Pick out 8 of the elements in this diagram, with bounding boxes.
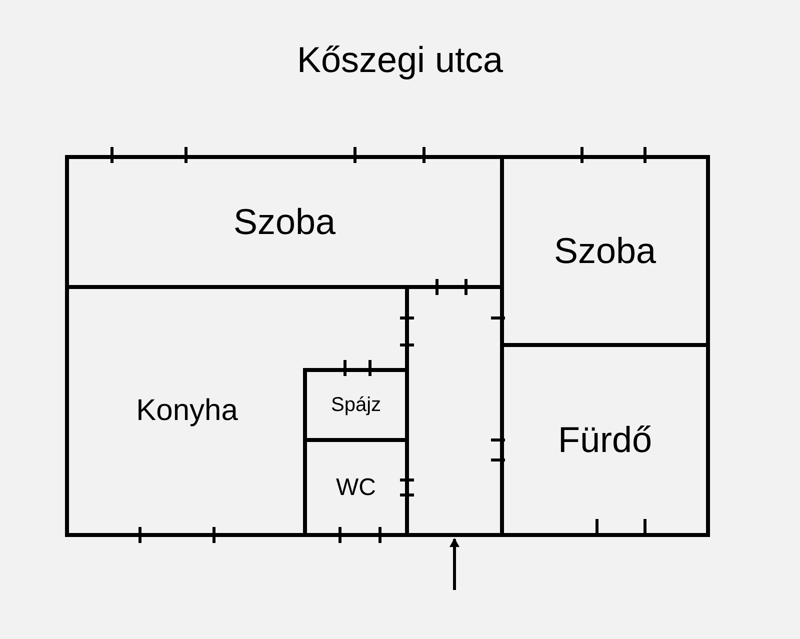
street-name: Kőszegi utca	[296, 40, 504, 80]
room-label: Konyha	[136, 393, 238, 429]
room-label: WC	[336, 472, 376, 502]
room-label: Spájz	[330, 393, 382, 418]
entrance-arrow	[450, 538, 460, 590]
room-label: Fürdő	[558, 420, 652, 460]
room-label: Szoba	[554, 231, 656, 271]
room-label: Szoba	[233, 202, 336, 242]
